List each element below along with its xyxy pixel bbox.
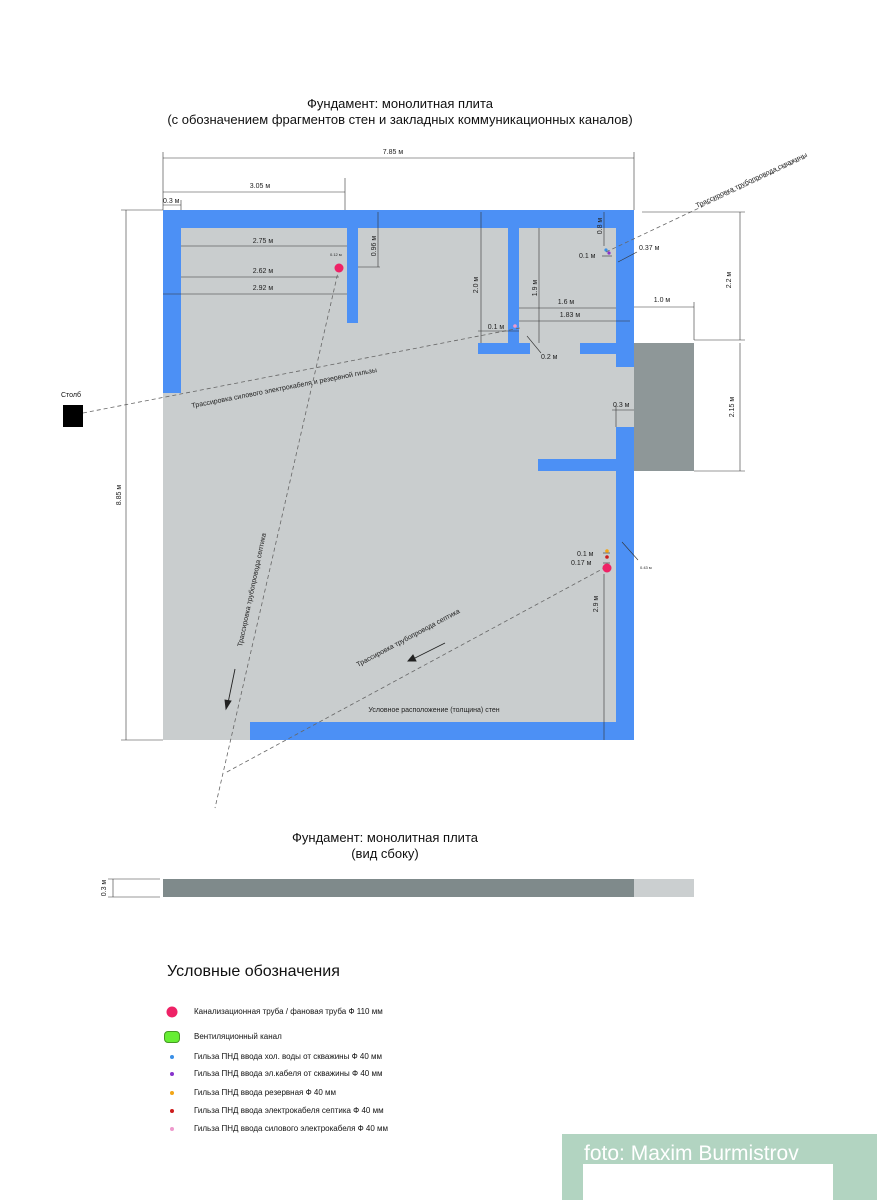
wall-right-upper (616, 210, 634, 367)
watermark-panel (583, 1164, 833, 1200)
dim-1-9: 1.9 м (532, 280, 539, 297)
dim-thickness: 0.3 м (101, 880, 108, 897)
dim-0-2-leader (526, 335, 542, 354)
dimension-labels: 7.85 м 3.05 м 0.3 м 2.75 м 2.62 м 2.92 м… (101, 149, 736, 896)
dim-1-6: 1.6 м (558, 299, 575, 306)
dim-2-2: 2.2 м (726, 272, 733, 289)
route-well-line (605, 157, 806, 253)
dim-1-0: 1.0 м (654, 297, 671, 304)
dim-2-92: 2.92 м (253, 285, 274, 292)
legend-item: Вентиляционный канал (162, 1030, 462, 1044)
legend-label: Гильза ПНД ввода хол. воды от скважины Ф… (194, 1052, 382, 1061)
sleeve-septic-cable-icon (170, 1109, 174, 1113)
dim-1-83: 1.83 м (560, 312, 581, 319)
arrow-septic-2 (412, 642, 446, 660)
label-route-well: Трассировка трубопровода скважины (694, 151, 808, 210)
sleeve-reserve-icon (170, 1091, 174, 1095)
wall-bath-right (580, 343, 620, 354)
arrow-septic-2-head (407, 654, 417, 662)
legend-item: Гильза ПНД ввода электрокабеля септика Ф… (162, 1104, 462, 1118)
routes (82, 157, 806, 809)
side-title-line1: Фундамент: монолитная плита (292, 830, 478, 845)
sleeve-well-cable (607, 251, 611, 255)
dim-0-1-top: 0.1 м (579, 253, 596, 260)
legend-label: Гильза ПНД ввода эл.кабеля от скважины Ф… (194, 1069, 383, 1078)
sleeve-well-water-icon (170, 1055, 174, 1059)
sewer-pipe-top (334, 263, 344, 273)
side-view-terrace (634, 879, 694, 897)
dim-0-43-line (621, 541, 639, 561)
arrow-septic-1-head (224, 699, 232, 711)
slab (163, 210, 634, 740)
route-septic-line-1 (214, 267, 340, 809)
dim-left-segment: 3.05 м (250, 183, 271, 190)
watermark-text: foto: Maxim Burmistrov (584, 1142, 799, 1165)
sleeve-well-cable-icon (170, 1072, 174, 1076)
sleeve-well-water (604, 248, 608, 252)
dim-overall-width: 7.85 м (383, 149, 404, 156)
sewer-pipe-icon (166, 1006, 178, 1018)
wall-bottom (250, 722, 634, 740)
dim-0-37: 0.37 м (639, 245, 660, 252)
dimension-lines (108, 152, 745, 898)
watermark: foto: Maxim Burmistrov (562, 1134, 877, 1200)
dim-0-2: 0.2 м (541, 354, 558, 361)
side-title-line2: (вид сбоку) (351, 846, 419, 861)
legend-label: Гильза ПНД ввода резервная Ф 40 мм (194, 1088, 337, 1097)
wall-bath-left (478, 343, 530, 354)
plan-title-line1: Фундамент: монолитная плита (307, 96, 493, 111)
legend-item: Гильза ПНД ввода резервная Ф 40 мм (162, 1086, 462, 1100)
vent-channel-icon (164, 1031, 180, 1043)
legend-item: Гильза ПНД ввода эл.кабеля от скважины Ф… (162, 1067, 462, 1081)
arrow-septic-1 (227, 668, 236, 704)
walls (163, 210, 634, 740)
pole-marker (63, 405, 83, 427)
dim-0-1-mid: 0.1 м (488, 324, 505, 331)
legend-label: Вентиляционный канал (194, 1032, 282, 1041)
pole-label: Столб (61, 391, 81, 399)
dim-0-8: 0.8 м (597, 218, 604, 235)
wall-right-lower (616, 427, 634, 740)
sleeve-power-cable (513, 324, 517, 328)
legend-label: Канализационная труба / фановая труба Ф … (194, 1007, 383, 1016)
plan-title-line2: (с обозначением фрагментов стен и заклад… (167, 112, 633, 127)
sleeve-septic-cable (605, 555, 609, 559)
sleeve-reserve (605, 549, 609, 553)
dim-0-3-right: 0.3 м (613, 402, 630, 409)
dim-0-12: 0.12 м (330, 252, 342, 257)
legend-label: Гильза ПНД ввода электрокабеля септика Ф… (194, 1106, 384, 1115)
dim-2-0: 2.0 м (473, 277, 480, 294)
dim-0-96: 0.96 м (371, 236, 378, 257)
side-view-slab (163, 879, 634, 897)
legend-item: Гильза ПНД ввода силового электрокабеля … (162, 1122, 462, 1136)
dim-2-9: 2.9 м (593, 596, 600, 613)
route-septic-line-2 (224, 566, 607, 774)
dim-0-43: 0.43 м (640, 565, 652, 570)
dim-2-75: 2.75 м (253, 238, 274, 245)
sewer-pipe-bottom (602, 563, 612, 573)
dim-0-17: 0.17 м (571, 560, 592, 567)
legend-item: Гильза ПНД ввода хол. воды от скважины Ф… (162, 1050, 462, 1064)
dim-overall-height: 8.85 м (116, 485, 123, 506)
dim-0-37-line (617, 251, 638, 263)
dim-2-62: 2.62 м (253, 268, 274, 275)
arrows (224, 642, 446, 711)
plan-title: Фундамент: монолитная плита (с обозначен… (140, 96, 660, 128)
legend-item: Канализационная труба / фановая труба Ф … (162, 1005, 462, 1019)
wall-left (163, 210, 181, 393)
dim-2-15: 2.15 м (729, 397, 736, 418)
terrace (634, 343, 694, 471)
wall-stub-b (508, 210, 519, 346)
dim-wall-offset: 0.3 м (163, 198, 180, 205)
legend-label: Гильза ПНД ввода силового электрокабеля … (194, 1124, 389, 1133)
wall-top (163, 210, 634, 228)
wall-stub-a (347, 210, 358, 323)
dim-0-1-low: 0.1 м (577, 551, 594, 558)
wall-horizontal (538, 459, 620, 471)
legend-title: Условные обозначения (167, 963, 340, 980)
label-walls-note: Условное расположение (толщина) стен (368, 707, 499, 714)
side-title: Фундамент: монолитная плита (вид сбоку) (230, 830, 540, 862)
sleeve-power-cable-icon (170, 1127, 174, 1131)
